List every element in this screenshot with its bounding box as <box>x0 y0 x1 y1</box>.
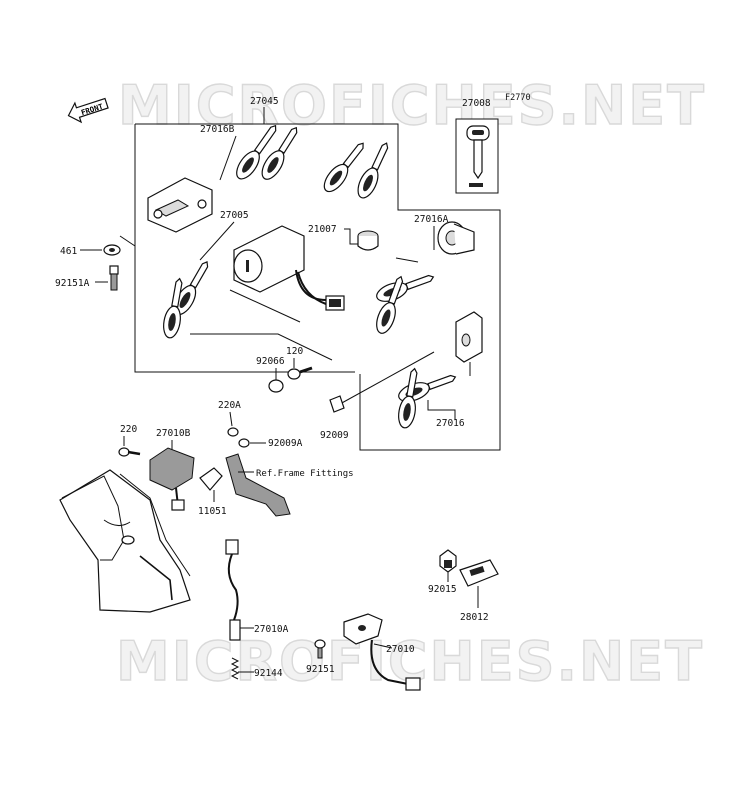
front-arrow-icon: FRONT <box>67 97 109 124</box>
label-461: 461 <box>60 246 77 257</box>
label-11051: 11051 <box>198 506 227 517</box>
key-21007-b <box>357 142 389 199</box>
bracket-ref-frame <box>225 453 291 517</box>
key-27016B-a <box>236 124 277 180</box>
front-arrow-label: FRONT <box>80 102 105 118</box>
watermark-top: MICROFICHES.NET <box>118 74 706 137</box>
switch-27010 <box>343 613 421 691</box>
plug-92066 <box>268 379 284 393</box>
screw-92015 <box>439 549 457 573</box>
label-92151A: 92151A <box>55 278 90 289</box>
figure-code: F2770 <box>505 93 531 103</box>
screw-220 <box>118 447 141 457</box>
leader-27016 <box>427 400 456 420</box>
watermark-bottom: MICROFICHES.NET <box>116 630 704 693</box>
leader-21007 <box>344 228 360 245</box>
set-outline-right <box>135 123 501 451</box>
label-92151: 92151 <box>306 664 335 675</box>
label-28012: 28012 <box>460 612 489 623</box>
leader-27016A-b <box>395 257 419 263</box>
set-outline-left <box>134 124 355 373</box>
sensor-27010A <box>225 539 241 641</box>
leader-27010 <box>373 643 393 649</box>
ref-frame-note: Ref.Frame Fittings <box>256 469 354 479</box>
screw-92151A <box>109 265 119 291</box>
lock-body-27016 <box>455 311 483 363</box>
bolt-92151 <box>314 639 326 659</box>
cap-21007 <box>357 230 379 251</box>
label-27010: 27010 <box>386 644 415 655</box>
key-card-27008 <box>455 118 499 194</box>
bolt-92009 <box>329 395 345 413</box>
label-27010B: 27010B <box>156 428 191 439</box>
label-120: 120 <box>286 346 303 357</box>
leader-461-set <box>119 235 136 247</box>
label-220: 220 <box>120 424 137 435</box>
key-27016B-b <box>261 126 298 180</box>
washer-461 <box>103 244 121 256</box>
leader-120-set <box>190 333 333 361</box>
label-27005: 27005 <box>220 210 249 221</box>
key-21007-a <box>323 142 364 193</box>
pad-28012 <box>459 559 499 587</box>
label-27016: 27016 <box>436 418 465 429</box>
spring-92144 <box>230 657 240 680</box>
label-92144: 92144 <box>254 668 283 679</box>
key-27016-b <box>398 367 418 429</box>
leader-27016B <box>219 135 237 181</box>
label-27016A: 27016A <box>414 214 449 225</box>
label-27010A: 27010A <box>254 624 289 635</box>
leader-220A <box>229 411 233 427</box>
lock-cylinder-27016A <box>437 221 475 255</box>
screw-120 <box>287 366 313 380</box>
label-27016B: 27016B <box>200 124 235 135</box>
ignition-switch-27005 <box>233 225 345 311</box>
label-27045: 27045 <box>250 96 279 107</box>
bolt-92009A <box>238 438 250 448</box>
leader-27005-b <box>229 289 301 323</box>
switch-27010B <box>149 447 195 511</box>
label-92009A: 92009A <box>268 438 303 449</box>
label-27008: 27008 <box>462 98 491 109</box>
label-92066: 92066 <box>256 356 285 367</box>
key-27016A-a <box>376 274 435 302</box>
key-27016A-b <box>376 275 404 334</box>
lock-bracket-27016B <box>147 177 213 233</box>
leader-27005 <box>199 221 235 261</box>
label-92015: 92015 <box>428 584 457 595</box>
clamp-11051 <box>199 467 223 491</box>
label-21007: 21007 <box>308 224 337 235</box>
label-92009: 92009 <box>320 430 349 441</box>
frame-section <box>59 469 191 613</box>
label-220A: 220A <box>218 400 241 411</box>
screw-220A <box>227 427 239 437</box>
key-27005-b <box>163 277 183 339</box>
bolt-92009-shank <box>339 351 435 405</box>
